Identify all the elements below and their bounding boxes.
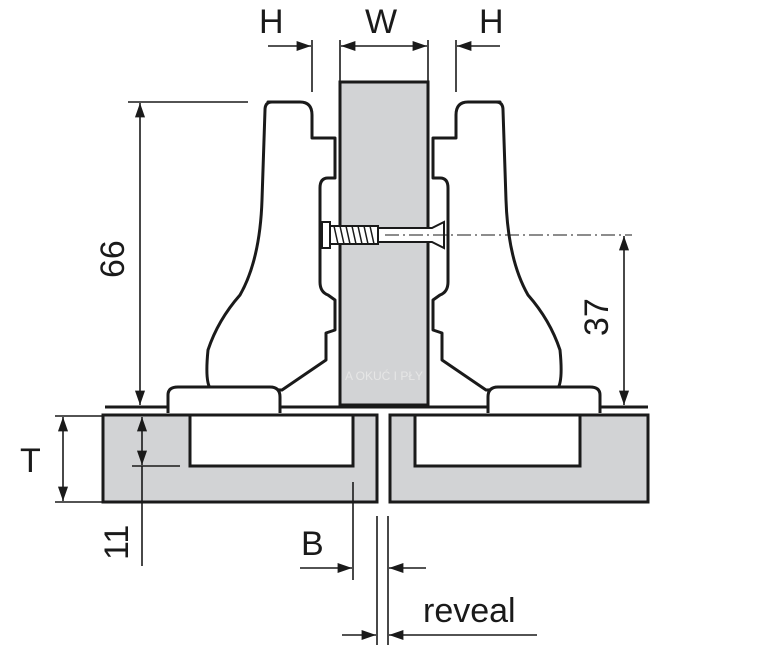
right-cup-recess [413,413,582,468]
w-label: W [365,3,397,41]
left-cup-recess [188,413,355,468]
h-left-label: H [259,3,284,41]
dim-66-label: 66 [94,240,132,278]
h-right-label: H [479,3,504,41]
reveal-label: reveal [423,592,516,630]
right-hinge-base [486,385,602,413]
dim-37-label: 37 [578,298,616,336]
left-hinge-arm [205,100,337,392]
left-hinge-base [166,385,282,413]
b-label: B [301,525,324,563]
bottom-panels [101,405,650,504]
watermark: A OKUĆ I PŁY [345,368,423,383]
dim-11-label: 11 [98,525,136,560]
t-label: T [20,442,41,480]
right-hinge-arm [431,100,563,392]
